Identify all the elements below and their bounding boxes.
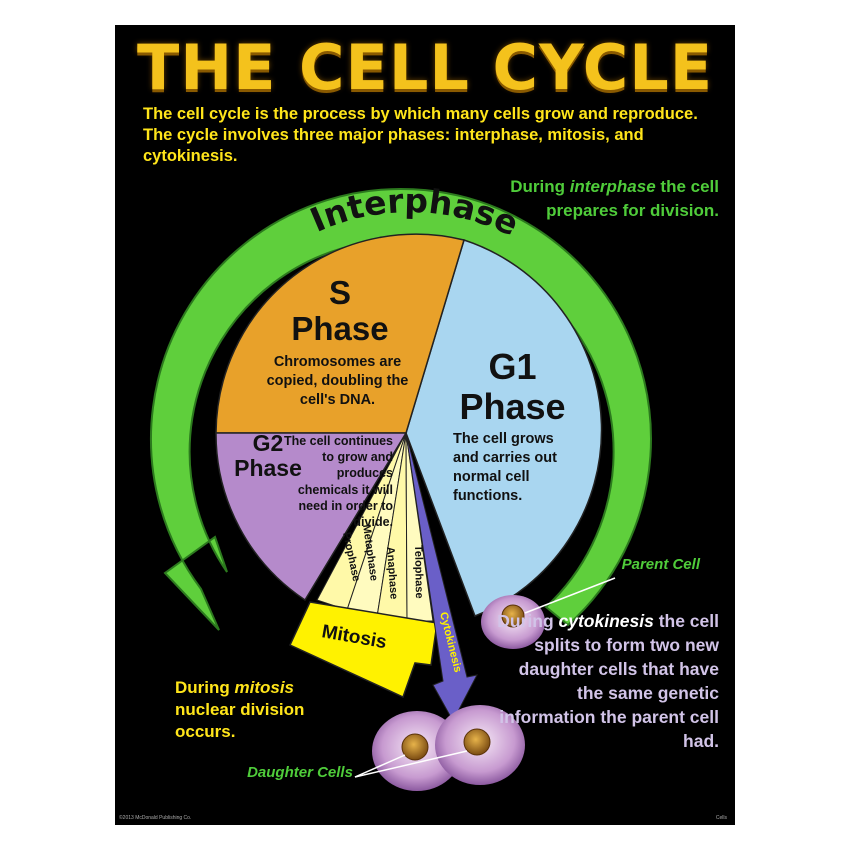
cytokinesis-note: During cytokinesis the cell splits to fo… xyxy=(489,609,719,753)
g2-phase-title: G2 Phase xyxy=(223,431,313,481)
s-phase-segment xyxy=(215,233,465,434)
interphase-note-emphasis: interphase xyxy=(569,177,656,196)
poster: Interphase Prophase Metaphase Anaphase T… xyxy=(115,25,735,825)
g2-phase-title-line1: G2 xyxy=(252,430,284,456)
daughter-cells-label: Daughter Cells xyxy=(247,764,353,781)
g2-segment xyxy=(215,432,408,602)
parent-cell-pointer xyxy=(524,577,616,614)
parent-cell xyxy=(481,577,616,649)
g1-phase-description: The cell grows and carries out normal ce… xyxy=(453,431,557,504)
mitosis-note-before: During xyxy=(175,678,235,697)
interphase-ring xyxy=(150,187,652,631)
cytokinesis-note-emphasis: cytokinesis xyxy=(558,611,654,631)
g2-phase-title-line2: Phase xyxy=(234,455,302,481)
g2-phase-description: The cell continues to grow and produces … xyxy=(283,434,393,530)
s-phase-title: S Phase xyxy=(270,275,410,347)
mitosis-note-after: nuclear division occurs. xyxy=(175,700,305,741)
g1-segment xyxy=(405,239,603,617)
copyright-footer: ©2013 McDonald Publishing Co. xyxy=(119,815,192,821)
daughter-pointer-2 xyxy=(354,750,468,778)
interphase-note: During interphase the cell prepares for … xyxy=(499,175,719,223)
cytokinesis-note-before: During xyxy=(497,611,559,631)
s-phase-title-line2: Phase xyxy=(291,310,389,347)
intro-text: The cell cycle is the process by which m… xyxy=(143,105,698,165)
telophase-label: Telophase xyxy=(412,545,425,599)
interphase-note-after: the cell prepares for division. xyxy=(546,177,719,220)
g1-phase-title-line1: G1 xyxy=(488,346,537,387)
topic-footer: Cells xyxy=(715,815,727,821)
daughter-cells xyxy=(354,705,525,791)
daughter-pointer-1 xyxy=(354,754,406,778)
g1-phase-title-line2: Phase xyxy=(459,386,566,427)
parent-cell-label: Parent Cell xyxy=(621,556,700,573)
s-phase-description: Chromosomes are copied, doubling the cel… xyxy=(266,354,409,408)
s-phase-title-line1: S xyxy=(328,274,351,311)
g1-phase-title: G1 Phase xyxy=(440,347,585,427)
cell-cycle-diagram: Interphase Prophase Metaphase Anaphase T… xyxy=(150,181,652,791)
mitosis-note: During mitosis nuclear division occurs. xyxy=(175,677,355,743)
anaphase-label: Anaphase xyxy=(384,546,400,599)
cytokinesis-note-after: the cell splits to form two new daughter… xyxy=(499,611,719,751)
page-title: THE CELL CYCLE xyxy=(136,31,714,104)
mitosis-note-emphasis: mitosis xyxy=(234,678,295,697)
interphase-note-before: During xyxy=(510,177,570,196)
